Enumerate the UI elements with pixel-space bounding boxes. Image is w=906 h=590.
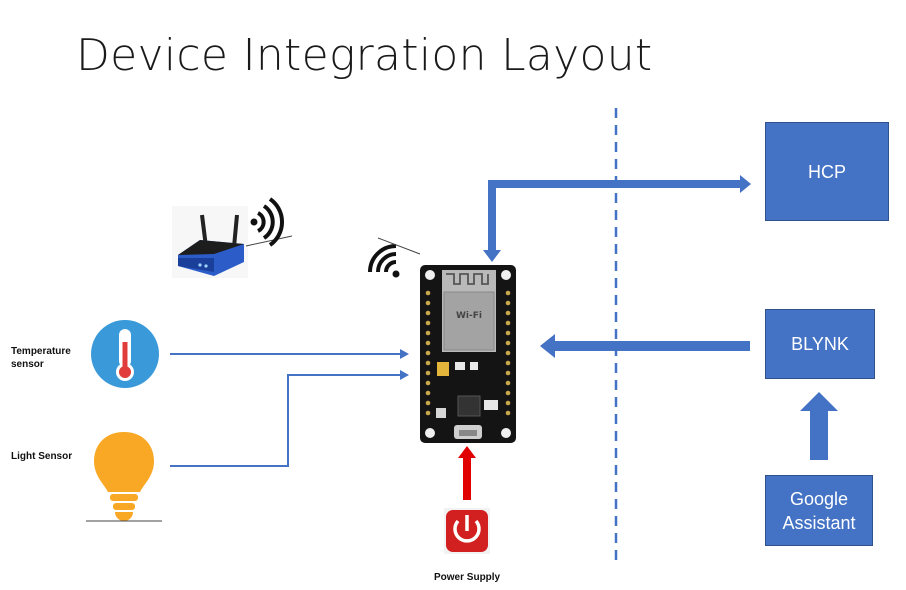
hcp-box: HCP <box>765 122 889 221</box>
board-to-hcp-arrow <box>483 175 751 262</box>
blynk-to-board-arrow <box>540 334 750 358</box>
svg-text:Wi-Fi: Wi-Fi <box>456 311 482 321</box>
sensor-connector-light <box>170 370 409 467</box>
power-arrow <box>458 446 476 500</box>
power-supply-label: Power Supply <box>434 572 501 583</box>
temperature-sensor-label: Temperature sensor <box>11 346 71 370</box>
page-title: Device Integration Layout <box>76 30 653 81</box>
light-sensor-label: Light Sensor <box>11 451 73 462</box>
power-button-icon <box>444 508 490 554</box>
sensor-connector-temperature <box>170 349 409 359</box>
blynk-box: BLYNK <box>765 309 875 379</box>
light-bulb-icon <box>86 432 162 522</box>
google-to-blynk-arrow <box>800 392 838 460</box>
wifi-router-icon <box>172 206 293 278</box>
nodemcu-board-icon: Wi-Fi <box>420 265 516 443</box>
thermometer-icon <box>91 320 159 388</box>
wifi-signal-icon <box>250 197 284 247</box>
wifi-signal-icon <box>368 237 421 278</box>
google-assistant-box: Google Assistant <box>765 475 873 546</box>
